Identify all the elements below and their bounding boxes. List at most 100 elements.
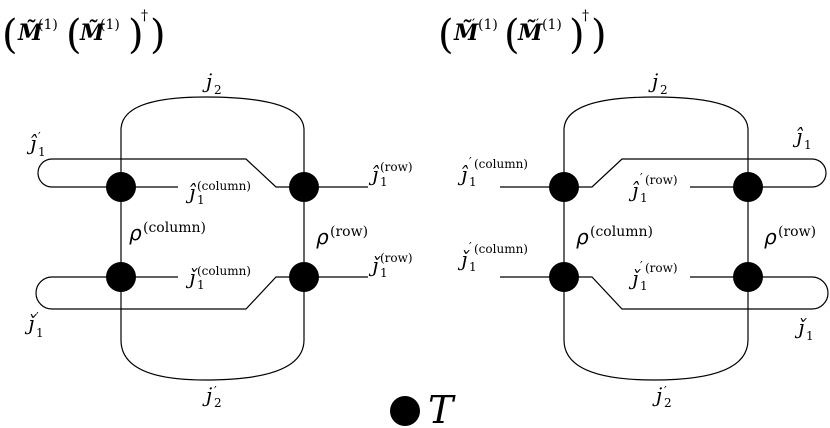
svg-text:(row): (row) [380,251,413,265]
right-label-bottom-arc: j ′ 2 [652,383,672,410]
left-top-loop [37,158,304,188]
right-label-top-left: ĵ ′ (column) 1 [457,155,528,189]
svg-text:1: 1 [197,278,205,292]
svg-text:ĵ: ĵ [457,162,469,186]
svg-text:ĵ: ĵ [628,178,640,202]
right-title-dagger: † [582,8,589,24]
right-label-bottom-mid: ǰ ′ (row) 1 [628,259,678,293]
left-title-sup2: (1) [100,17,120,33]
svg-text:ǰ: ǰ [457,247,470,271]
svg-text:(column): (column) [474,157,528,171]
svg-text:(column): (column) [197,179,251,193]
svg-text:1: 1 [640,191,648,205]
svg-text:1: 1 [380,266,388,280]
svg-text:(: ( [504,12,520,58]
right-label-bottom-right-loop: ǰ 1 [794,315,814,343]
svg-text:(column): (column) [474,242,528,256]
svg-text:ρ: ρ [576,225,589,249]
svg-text:ǰ: ǰ [368,253,381,277]
tensor-node [289,262,319,292]
right-diagram: ( M̃ ′ (1) ( M̃ ′ (1) ) † ) j [438,8,829,410]
svg-text:′: ′ [469,240,472,254]
right-top-loop [564,158,827,188]
svg-text:′: ′ [664,384,667,398]
right-label-top-right-loop: ĵ 1 [792,124,812,152]
svg-text:1: 1 [640,279,648,293]
left-label-bottom-right: ǰ (row) 1 [368,251,413,280]
left-label-top-arc: j 2 [202,69,222,97]
right-top-arc [563,96,749,131]
svg-text:1: 1 [380,175,388,189]
svg-text:(: ( [66,12,82,58]
svg-text:1: 1 [469,260,477,274]
svg-text:ĵ: ĵ [368,162,380,186]
left-top-arc [120,96,305,131]
left-label-bottom-mid: ǰ (column) 1 [185,264,251,292]
svg-text:(row): (row) [330,224,368,240]
svg-text:(column): (column) [590,224,653,240]
svg-text:ρ: ρ [129,221,142,245]
svg-text:′: ′ [38,130,41,144]
svg-text:): ) [591,12,607,58]
svg-text:(row): (row) [778,224,816,240]
right-bottom-arc [563,339,749,381]
svg-text:1: 1 [806,329,814,343]
left-label-bottom-left-loop: ǰ ′ 1 [24,310,44,340]
svg-text:(1): (1) [542,17,562,33]
right-label-top-arc: j 2 [648,69,668,97]
svg-text:(column): (column) [143,220,206,236]
svg-text:′: ′ [640,171,643,185]
svg-text:j: j [202,69,212,93]
svg-text:(: ( [2,12,18,58]
svg-text:′: ′ [214,384,217,398]
svg-text:j: j [652,383,662,407]
tensor-node [733,172,763,202]
svg-text:2: 2 [214,396,222,410]
svg-text:1: 1 [36,326,44,340]
left-label-bottom-arc: j ′ 2 [202,383,222,410]
svg-text:1: 1 [38,145,46,159]
svg-text:′: ′ [472,17,475,33]
svg-text:(column): (column) [197,264,251,278]
legend: T [390,388,456,428]
svg-text:ρ: ρ [764,225,777,249]
svg-text:′: ′ [36,310,39,324]
svg-text:ǰ: ǰ [628,266,641,290]
svg-text:2: 2 [214,83,222,97]
svg-text:): ) [569,12,585,58]
svg-text:(row): (row) [380,160,413,174]
svg-text:(: ( [438,12,454,58]
svg-text:′: ′ [469,155,472,169]
left-label-rho-row: ρ (row) [316,224,368,249]
svg-text:ǰ: ǰ [794,315,807,339]
svg-text:j: j [202,383,212,407]
right-label-bottom-left: ǰ ′ (column) 1 [457,240,528,274]
svg-text:1: 1 [804,138,812,152]
tensor-node [106,262,136,292]
legend-tensor-node [390,396,420,426]
svg-text:ĵ: ĵ [792,124,804,148]
right-bottom-loop [564,276,829,310]
left-label-top-mid: ĵ (column) 1 [185,179,251,207]
right-title-m2: M̃ [517,20,543,46]
tensor-node [549,172,579,202]
left-label-top-right: ĵ (row) 1 [368,160,413,189]
svg-text:ǰ: ǰ [24,311,37,335]
svg-text:(row): (row) [645,261,678,275]
tensor-node [549,262,579,292]
svg-text:): ) [128,12,144,58]
right-title: ( M̃ ′ (1) ( M̃ ′ (1) ) † ) [438,8,607,58]
right-title-m: M̃ [453,20,479,46]
legend-label: T [428,388,456,428]
left-diagram: ( M̃ (1) ( M̃ (1) ) † ) j 2 [2,8,413,410]
right-label-top-mid: ĵ ′ (row) 1 [628,171,678,205]
left-title-m2: M̃ [79,20,105,46]
left-title: ( M̃ (1) ( M̃ (1) ) † ) [2,8,166,58]
left-bottom-arc [120,339,305,381]
svg-text:): ) [150,12,166,58]
svg-text:2: 2 [664,396,672,410]
svg-text:1: 1 [469,175,477,189]
svg-text:ρ: ρ [316,225,329,249]
right-label-rho-row: ρ (row) [764,224,816,249]
